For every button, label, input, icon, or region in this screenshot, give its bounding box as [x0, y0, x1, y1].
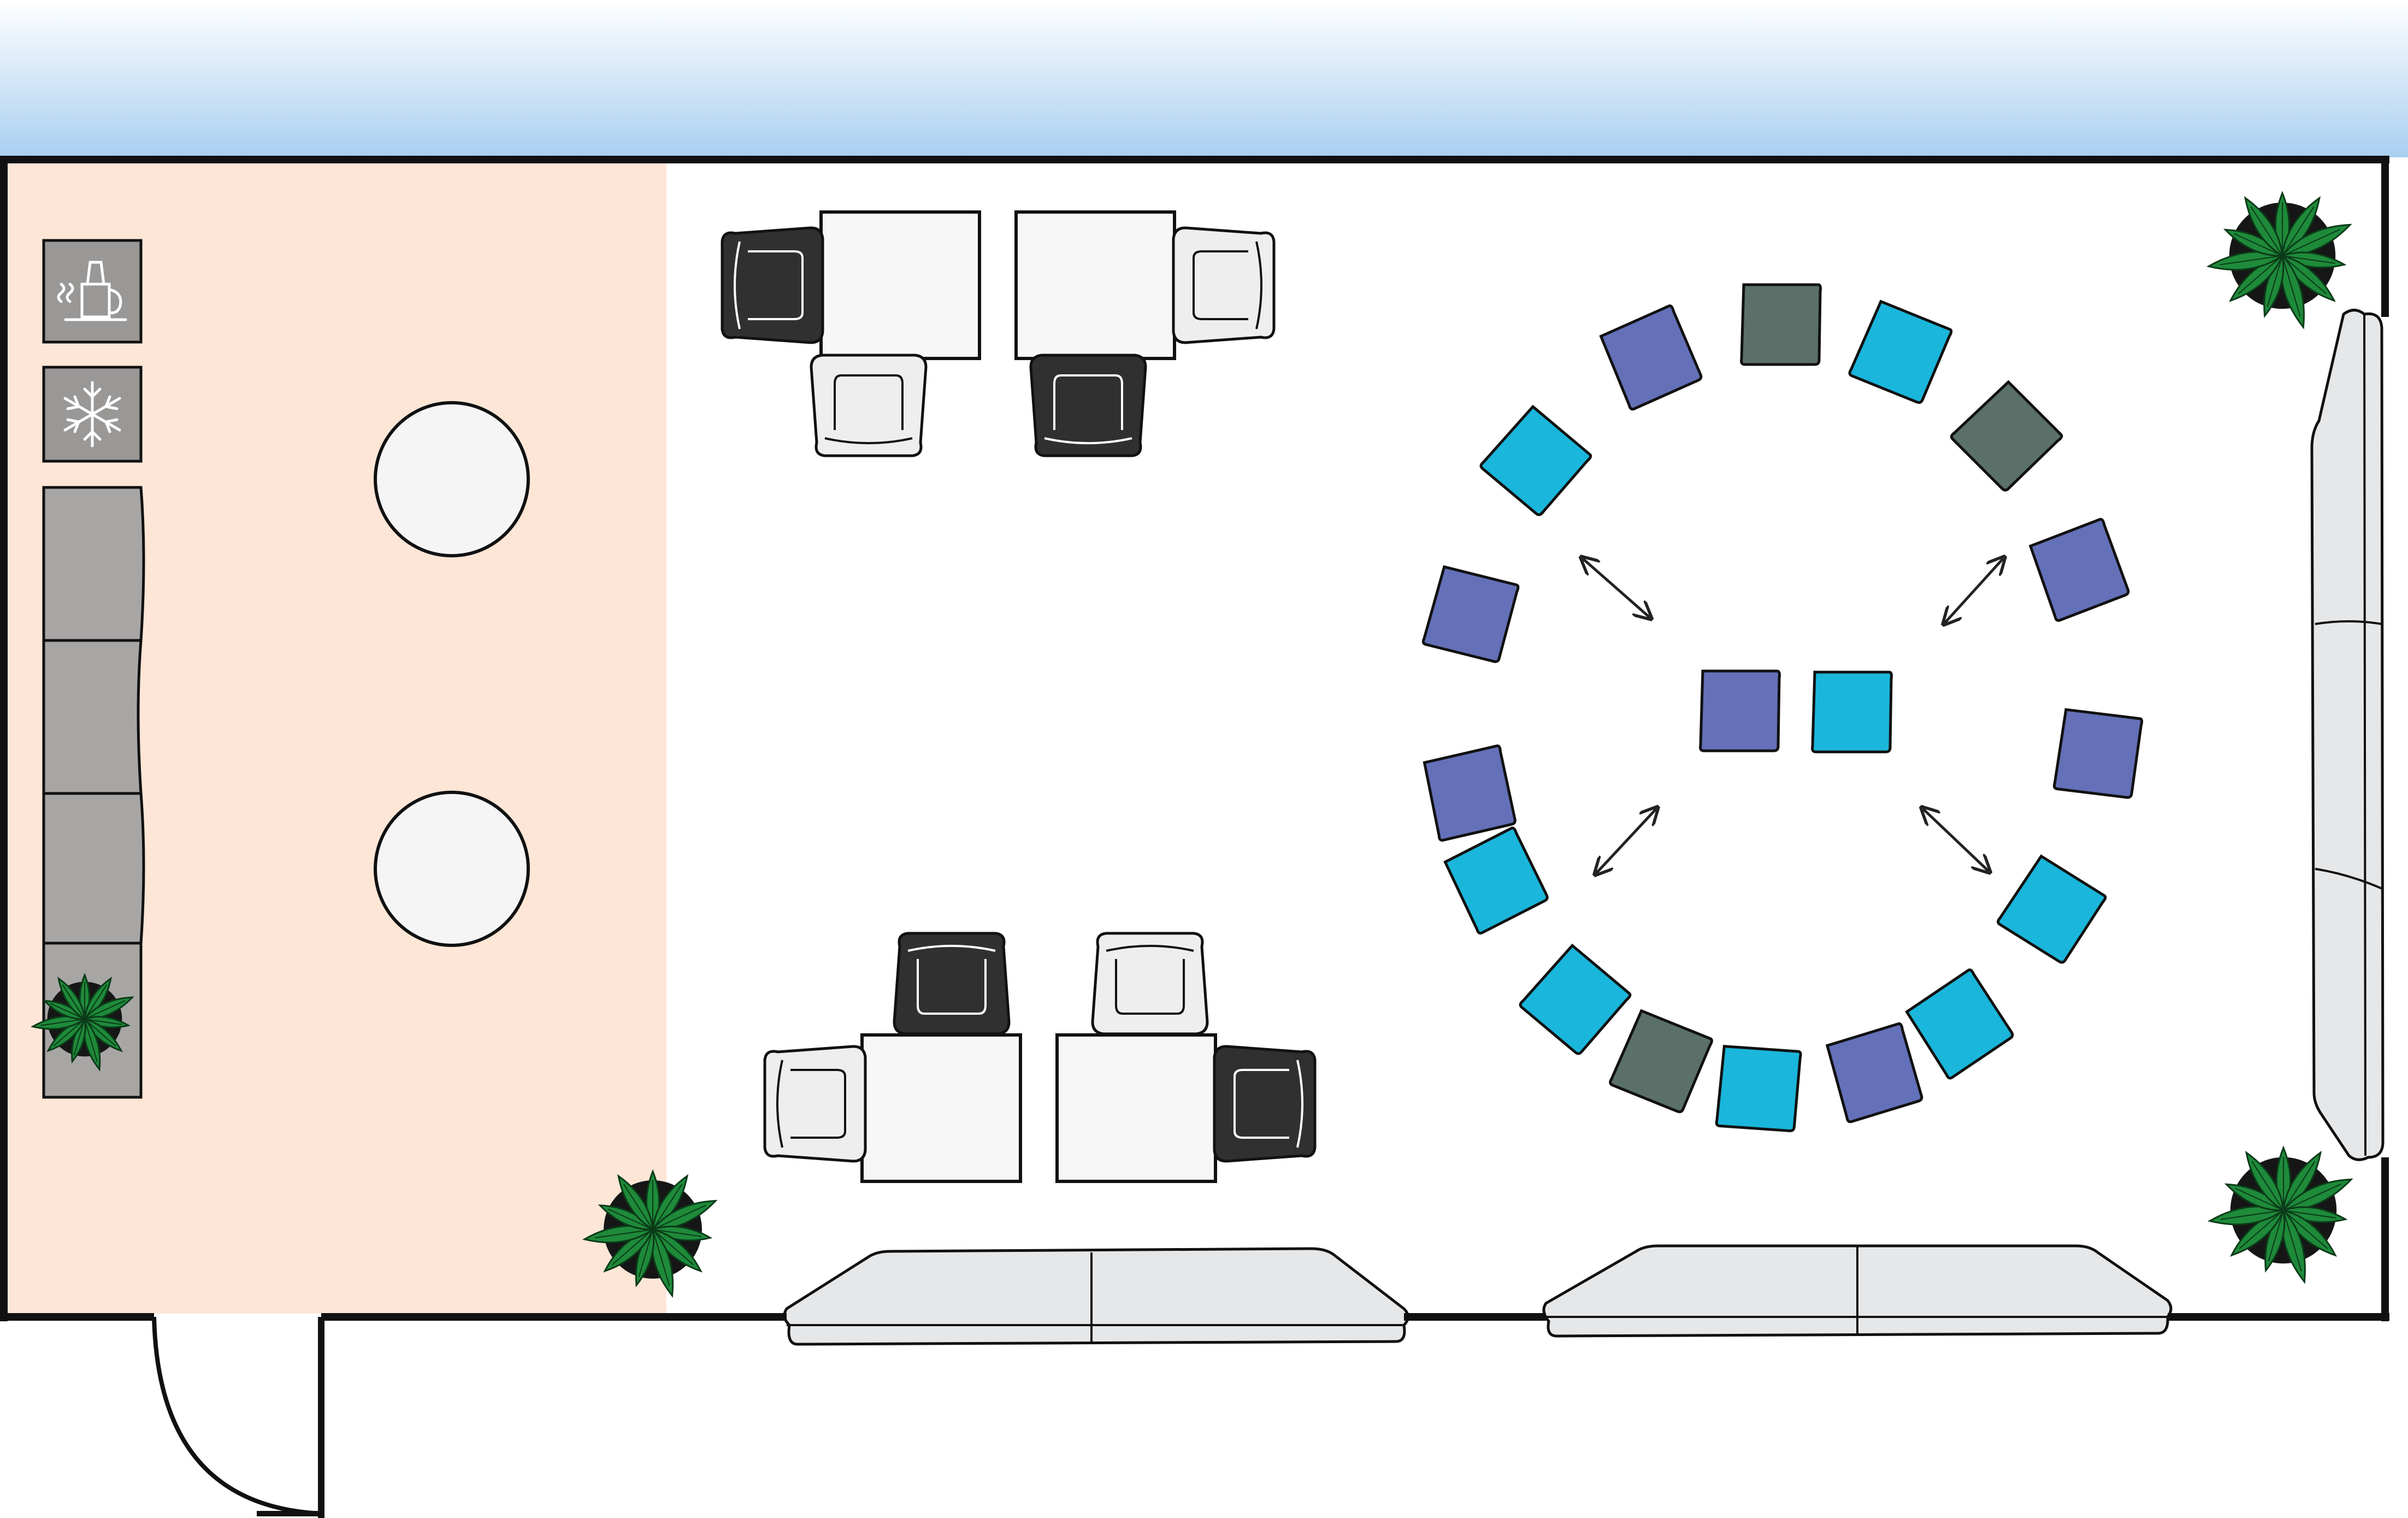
- desk[interactable]: [819, 210, 981, 360]
- floor-cushion[interactable]: [1609, 1009, 1713, 1114]
- chair[interactable]: [893, 932, 1011, 1035]
- floor-cushion[interactable]: [1997, 854, 2107, 965]
- floor-cushion[interactable]: [1422, 744, 1517, 842]
- desk[interactable]: [860, 1033, 1022, 1183]
- desk[interactable]: [1014, 210, 1176, 360]
- potted-plant: [582, 1169, 718, 1298]
- counter-segment: [42, 639, 143, 795]
- chair[interactable]: [1172, 226, 1276, 344]
- floor-cushion[interactable]: [1950, 380, 2063, 493]
- floor-cushion[interactable]: [1699, 669, 1781, 752]
- floor-cushion[interactable]: [1421, 565, 1520, 663]
- chair[interactable]: [763, 1045, 867, 1163]
- floor-cushion[interactable]: [1848, 299, 1953, 404]
- double-arrow: [1945, 558, 2003, 623]
- floor-cushion[interactable]: [1811, 670, 1893, 754]
- entrance-door[interactable]: [152, 1316, 324, 1518]
- bench[interactable]: [2310, 309, 2385, 1161]
- potted-plant: [2206, 191, 2352, 330]
- cafe-table[interactable]: [374, 401, 530, 557]
- double-arrow: [1583, 558, 1650, 617]
- potted-plant: [31, 973, 134, 1072]
- bench[interactable]: [783, 1247, 1409, 1346]
- potted-plant: [2208, 1145, 2353, 1284]
- counter-segment: [42, 792, 145, 945]
- floor-cushion[interactable]: [1825, 1022, 1924, 1123]
- chair[interactable]: [721, 226, 824, 344]
- floor-cushion[interactable]: [1740, 283, 1822, 366]
- chairs: [721, 226, 1317, 1163]
- snowflake-icon: [63, 381, 121, 448]
- bench[interactable]: [1542, 1244, 2173, 1338]
- double-arrow: [1923, 809, 1988, 871]
- floor-cushion[interactable]: [1443, 826, 1550, 935]
- desk[interactable]: [1055, 1033, 1217, 1183]
- chair[interactable]: [1213, 1045, 1317, 1163]
- movement-arrows: [1583, 558, 2003, 873]
- counter-segment: [42, 486, 145, 642]
- floor-cushion[interactable]: [1905, 968, 2015, 1080]
- floor-cushion[interactable]: [1519, 943, 1632, 1056]
- chair[interactable]: [810, 354, 928, 457]
- coffee-machine-icon: [57, 261, 127, 321]
- double-arrow: [1596, 809, 1656, 873]
- floor-cushion[interactable]: [2028, 517, 2131, 622]
- plants: [31, 191, 2353, 1298]
- floor-cushion[interactable]: [1479, 404, 1592, 517]
- window-strip: [0, 0, 2408, 157]
- chair[interactable]: [1091, 932, 1209, 1035]
- chair[interactable]: [1029, 354, 1147, 457]
- circle-seating: [1421, 283, 2144, 1132]
- walls: [0, 156, 2389, 1321]
- kitchenette: [42, 239, 145, 1099]
- floor-cushion[interactable]: [2052, 708, 2144, 799]
- coffee-machine-appliance[interactable]: [42, 239, 143, 344]
- cafe-table[interactable]: [374, 791, 530, 947]
- floor-cushion[interactable]: [1715, 1045, 1802, 1132]
- floor-cushion[interactable]: [1599, 304, 1704, 411]
